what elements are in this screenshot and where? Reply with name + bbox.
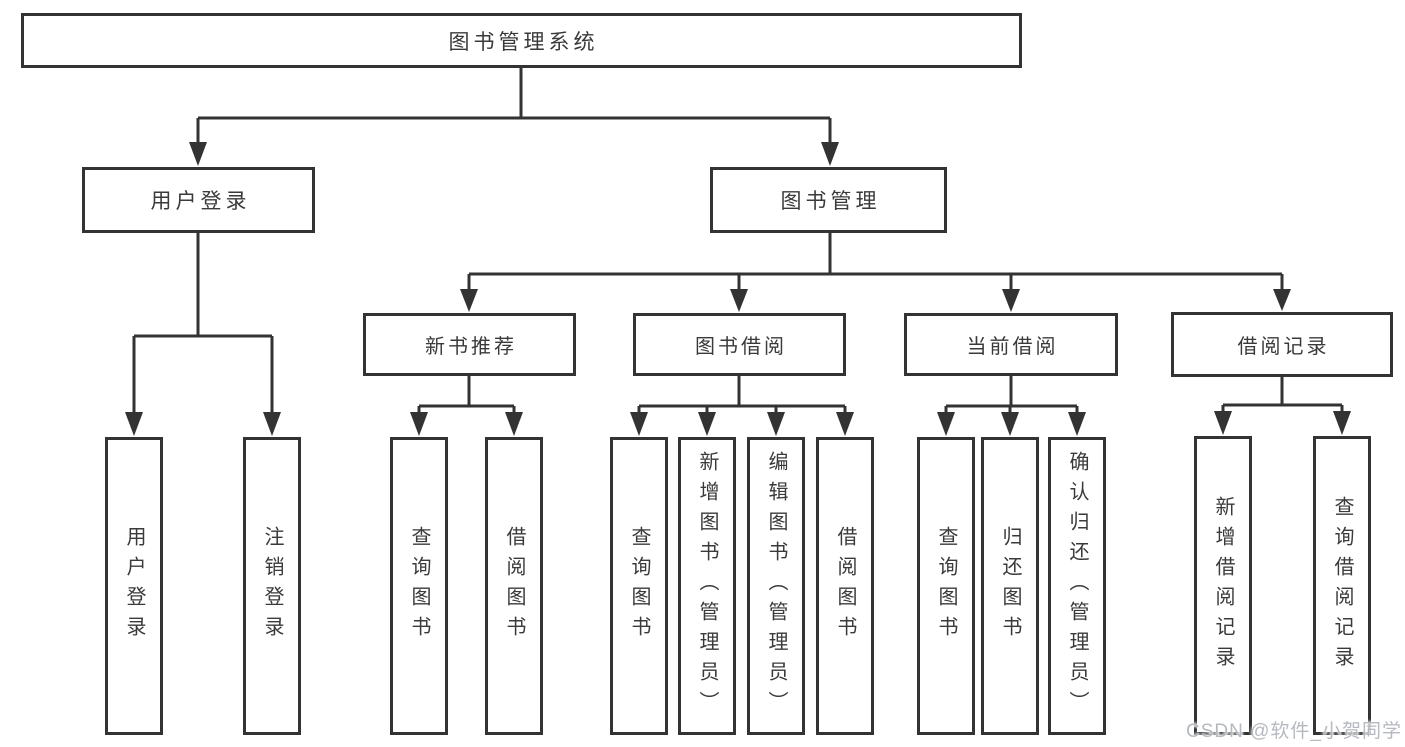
arrowhead-icon xyxy=(836,412,854,436)
arrowhead-icon xyxy=(1333,411,1351,435)
node-label: 当前借阅 xyxy=(966,336,1059,358)
node-query-books-recommend: 查询图书 xyxy=(390,437,448,735)
arrowhead-icon xyxy=(460,289,478,312)
node-label: 新增借阅记录 xyxy=(1212,495,1234,676)
node-label: 新书推荐 xyxy=(425,336,517,358)
node-borrow-books-recommend: 借阅图书 xyxy=(485,437,543,735)
node-return-books: 归还图书 xyxy=(981,437,1039,735)
arrowhead-icon xyxy=(767,412,785,436)
arrowhead-icon xyxy=(630,412,648,436)
node-label: 图书管理 xyxy=(780,190,881,213)
arrowhead-icon xyxy=(125,412,143,436)
node-label: 查询图书 xyxy=(408,526,430,646)
node-library-management-system: 图书管理系统 xyxy=(21,13,1022,68)
arrowhead-icon xyxy=(410,412,428,436)
node-label: 图书管理系统 xyxy=(448,30,599,54)
node-confirm-return-admin: 确认归还（管理员） xyxy=(1048,437,1106,735)
node-logout: 注销登录 xyxy=(243,437,301,735)
node-label: 借阅记录 xyxy=(1237,336,1330,358)
node-book-management: 图书管理 xyxy=(710,167,947,233)
csdn-watermark: CSDN @软件_小贺同学 xyxy=(1186,721,1402,742)
node-current-borrow: 当前借阅 xyxy=(904,313,1118,376)
node-label: 编辑图书（管理员） xyxy=(765,451,787,721)
node-user-login-leaf: 用户登录 xyxy=(105,437,163,735)
node-label: 查询图书 xyxy=(935,526,957,646)
node-borrow-records: 借阅记录 xyxy=(1171,312,1393,377)
node-borrow-books-leaf: 借阅图书 xyxy=(816,437,874,735)
node-query-borrow-record: 查询借阅记录 xyxy=(1313,436,1371,735)
arrowhead-icon xyxy=(189,142,207,166)
node-label: 图书借阅 xyxy=(695,336,787,358)
arrowhead-icon xyxy=(1002,289,1020,312)
arrowhead-icon xyxy=(821,142,839,166)
node-label: 查询图书 xyxy=(628,526,650,646)
arrowhead-group xyxy=(125,142,1351,436)
node-query-books-borrow: 查询图书 xyxy=(610,437,668,735)
arrowhead-icon xyxy=(1214,411,1232,435)
arrowhead-icon xyxy=(698,412,716,436)
node-user-login: 用户登录 xyxy=(82,167,315,233)
node-label: 用户登录 xyxy=(123,526,145,646)
node-label: 借阅图书 xyxy=(834,526,856,646)
arrowhead-icon xyxy=(1273,289,1291,311)
node-label: 用户登录 xyxy=(150,190,251,213)
node-label: 归还图书 xyxy=(999,526,1021,646)
node-edit-book-admin: 编辑图书（管理员） xyxy=(747,437,805,735)
node-add-book-admin: 新增图书（管理员） xyxy=(678,437,736,735)
arrowhead-icon xyxy=(730,289,748,312)
node-query-books-current: 查询图书 xyxy=(917,437,975,735)
node-book-borrow: 图书借阅 xyxy=(633,313,846,376)
node-new-book-recommend: 新书推荐 xyxy=(363,313,576,376)
node-label: 注销登录 xyxy=(261,526,283,646)
node-label: 借阅图书 xyxy=(503,526,525,646)
node-label: 新增图书（管理员） xyxy=(696,451,718,721)
arrowhead-icon xyxy=(937,412,955,436)
node-label: 查询借阅记录 xyxy=(1331,495,1353,676)
arrowhead-icon xyxy=(505,412,523,436)
node-label: 确认归还（管理员） xyxy=(1066,451,1088,721)
node-add-borrow-record: 新增借阅记录 xyxy=(1194,436,1252,735)
arrowhead-icon xyxy=(263,412,281,436)
arrowhead-icon xyxy=(1001,412,1019,436)
arrowhead-icon xyxy=(1068,412,1086,436)
